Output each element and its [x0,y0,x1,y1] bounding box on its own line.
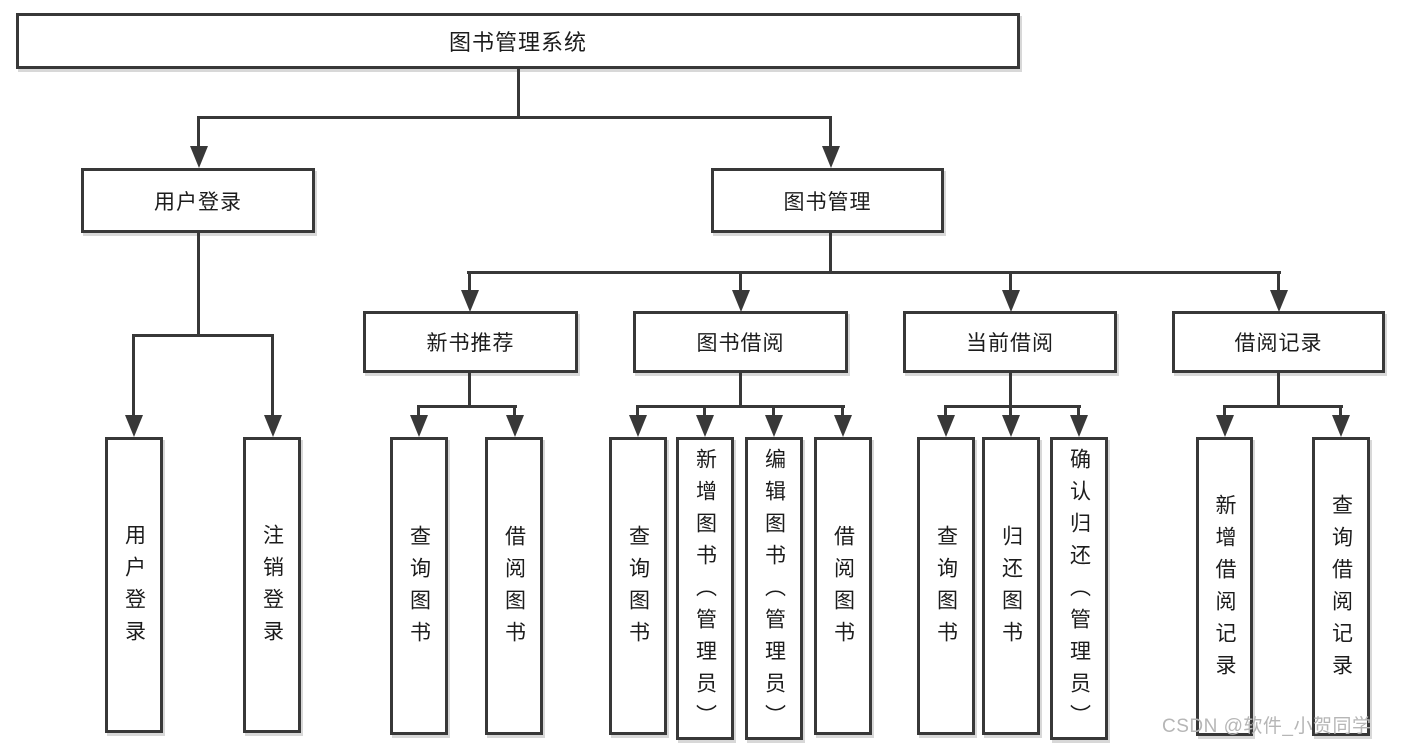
arrow-to-user-login [189,118,208,168]
connector-root-branch [197,116,832,119]
arrow-to-new-books [460,274,479,312]
arrow-br-query [1331,408,1350,437]
connector-bookmgmt-stem [829,233,832,274]
node-book-management: 图书管理 [711,168,944,233]
connector-records-branch [1223,405,1343,408]
node-book-borrow: 图书借阅 [633,311,848,373]
connector-bookborrow-branch [636,405,845,408]
node-borrow-records: 借阅记录 [1172,311,1385,373]
connector-records-stem [1277,371,1280,408]
arrow-cb-return [1001,408,1020,437]
arrow-br-add [1215,408,1234,437]
leaf-borrow-borrow: 借阅图书 [814,437,872,735]
leaf-borrow-query: 查询图书 [609,437,667,735]
arrow-to-book-borrow [731,274,750,312]
connector-userlogin-branch [132,334,274,337]
connector-currentborrow-stem [1009,371,1012,408]
node-user-login: 用户登录 [81,168,315,233]
leaf-current-query: 查询图书 [917,437,975,735]
leaf-borrow-edit-admin: 编辑图书（管理员） [745,437,803,740]
leaf-current-confirm-admin: 确认归还（管理员） [1050,437,1108,740]
connector-bookborrow-stem [739,371,742,408]
leaf-newbooks-borrow: 借阅图书 [485,437,543,735]
connector-newbooks-stem [468,371,471,408]
arrow-nb-query [409,408,428,437]
arrow-nb-borrow [505,408,524,437]
leaf-logout: 注销登录 [243,437,301,733]
connector-newbooks-branch [417,405,517,408]
leaf-newbooks-query: 查询图书 [390,437,448,735]
arrow-bb-borrow [833,408,852,437]
leaf-record-add: 新增借阅记录 [1196,437,1253,736]
arrow-to-leaf-logout [263,337,282,437]
arrow-bb-edit [764,408,783,437]
arrow-to-leaf-user-login [124,337,143,437]
connector-bookmgmt-branch [467,271,1281,274]
arrow-bb-query [628,408,647,437]
arrow-to-book-management [821,118,840,168]
connector-root-stem [517,69,520,119]
arrow-to-borrow-records [1269,274,1288,312]
leaf-user-login: 用户登录 [105,437,163,733]
arrow-cb-confirm [1069,408,1088,437]
node-current-borrow: 当前借阅 [903,311,1117,373]
arrow-cb-query [936,408,955,437]
arrow-to-current-borrow [1001,274,1020,312]
arrow-bb-add [695,408,714,437]
node-root-library-system: 图书管理系统 [16,13,1020,69]
node-new-book-recommend: 新书推荐 [363,311,578,373]
connector-currentborrow-branch [944,405,1081,408]
connector-userlogin-stem [197,233,200,337]
csdn-watermark: CSDN @软件_小贺同学 [1162,716,1372,737]
leaf-borrow-add-admin: 新增图书（管理员） [676,437,734,740]
leaf-record-query: 查询借阅记录 [1312,437,1370,736]
leaf-current-return: 归还图书 [982,437,1040,735]
